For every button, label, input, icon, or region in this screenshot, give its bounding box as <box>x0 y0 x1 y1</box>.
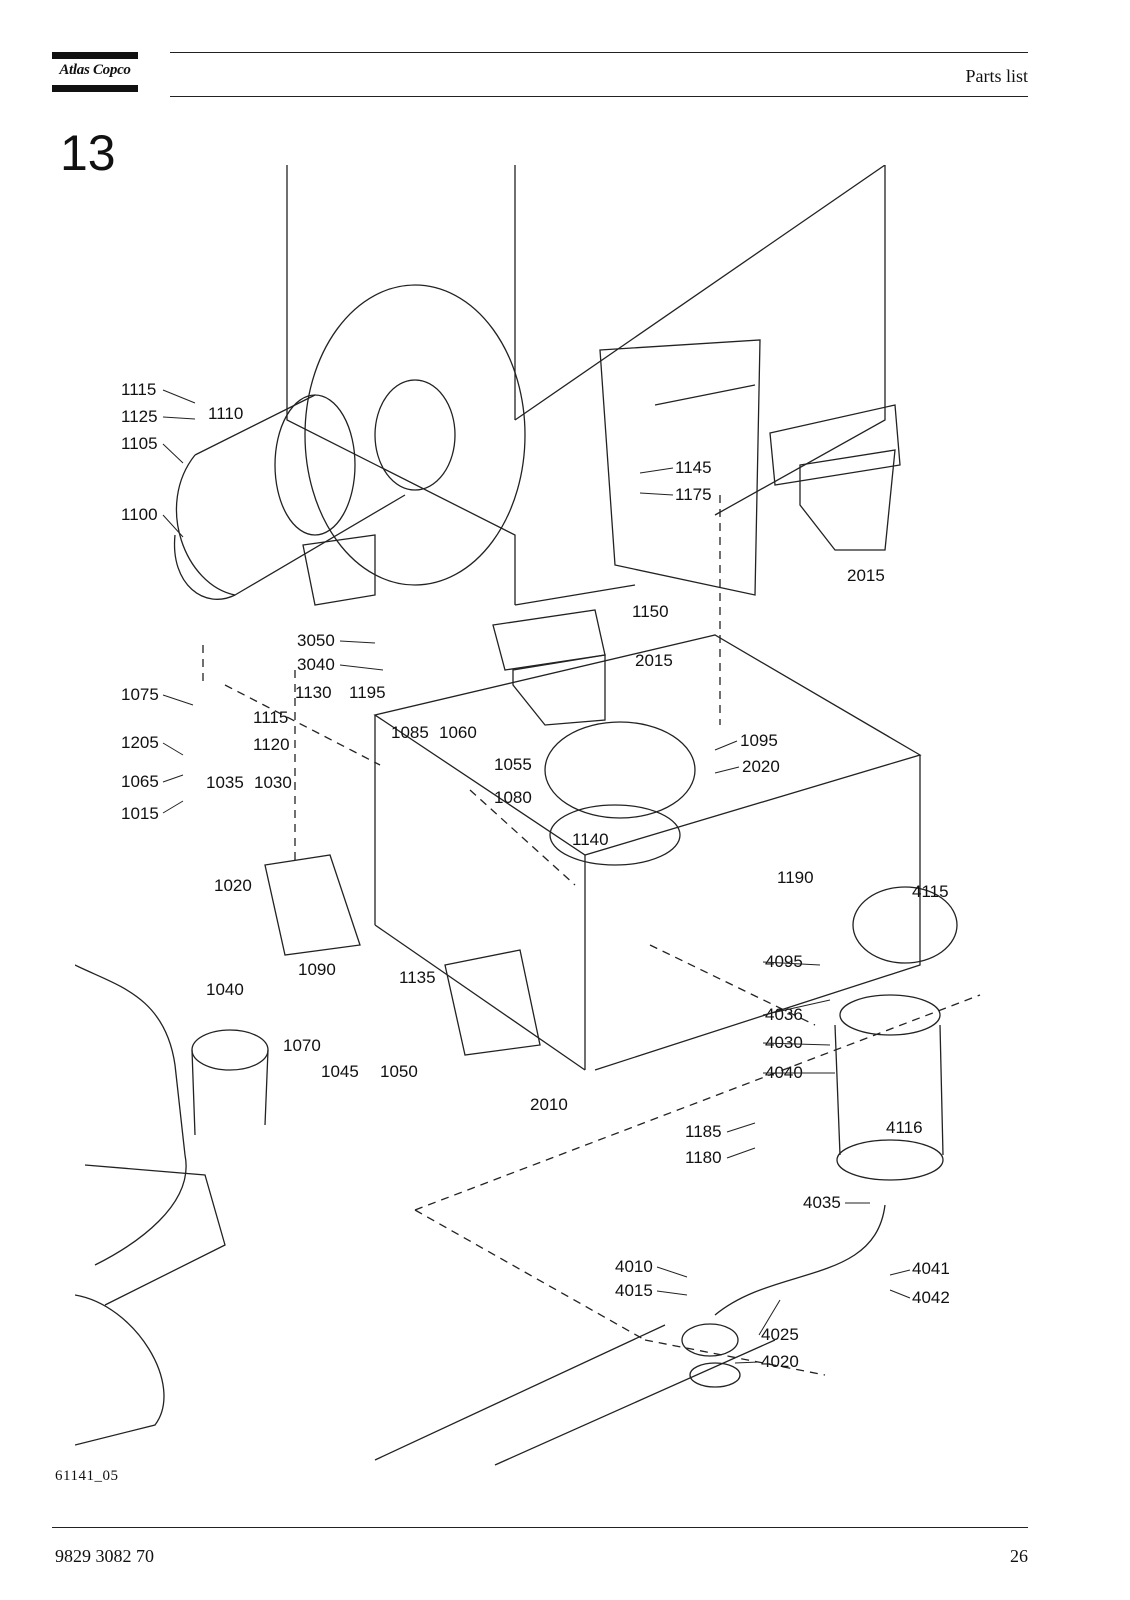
callout-1075: 1075 <box>121 685 159 704</box>
callout-1030: 1030 <box>254 773 292 792</box>
callout-1035: 1035 <box>206 773 244 792</box>
callout-4010: 4010 <box>615 1257 653 1276</box>
callout-4035: 4035 <box>803 1193 841 1212</box>
callout-1040: 1040 <box>206 980 244 999</box>
callout-1140: 1140 <box>572 830 609 849</box>
callout-1110: 1110 <box>208 404 243 423</box>
callout-1085: 1085 <box>391 723 429 742</box>
callout-1080: 1080 <box>494 788 532 807</box>
callout-1070: 1070 <box>283 1036 321 1055</box>
callout-1050: 1050 <box>380 1062 418 1081</box>
document-number: 9829 3082 70 <box>55 1546 154 1566</box>
figure-id: 61141_05 <box>55 1468 119 1484</box>
callout-1180: 1180 <box>685 1148 722 1167</box>
callout-1145: 1145 <box>675 458 712 477</box>
callout-1175: 1175 <box>675 485 712 504</box>
callout-1045: 1045 <box>321 1062 359 1081</box>
callout-1130: 1130 <box>295 683 332 702</box>
callout-3040: 3040 <box>297 655 335 674</box>
callout-1060: 1060 <box>439 723 477 742</box>
callout-labels: 1115 1125 1110 1105 1100 1145 1175 2015 … <box>121 380 950 1371</box>
callout-1015: 1015 <box>121 804 159 823</box>
callout-1135: 1135 <box>399 968 436 987</box>
callout-1185: 1185 <box>685 1122 722 1141</box>
callout-1065: 1065 <box>121 772 159 791</box>
callout-1055: 1055 <box>494 755 532 774</box>
callout-1205: 1205 <box>121 733 159 752</box>
header-rule-top <box>170 52 1028 53</box>
callout-1100: 1100 <box>121 505 158 524</box>
callout-1115: 1115 <box>121 380 156 399</box>
callout-4042: 4042 <box>912 1288 950 1307</box>
callout-2015-lower: 2015 <box>635 651 673 670</box>
callout-4025: 4025 <box>761 1325 799 1344</box>
section-number: 13 <box>60 125 116 181</box>
callout-1125: 1125 <box>121 407 158 426</box>
diagram-svg: 1115 1125 1110 1105 1100 1145 1175 2015 … <box>75 165 981 1466</box>
atlas-copco-logo: Atlas Copco <box>52 52 138 92</box>
callout-1195: 1195 <box>349 683 386 702</box>
callout-4015: 4015 <box>615 1281 653 1300</box>
callout-2010: 2010 <box>530 1095 568 1114</box>
callout-1120: 1120 <box>253 735 290 754</box>
callout-1105: 1105 <box>121 434 158 453</box>
callout-4116: 4116 <box>886 1118 923 1137</box>
callout-4095: 4095 <box>765 952 803 971</box>
callout-1020: 1020 <box>214 876 252 895</box>
logo-text: Atlas Copco <box>59 62 131 78</box>
callout-4020: 4020 <box>761 1352 799 1371</box>
callout-3050: 3050 <box>297 631 335 650</box>
page-number: 26 <box>1010 1546 1028 1566</box>
logo-bar-top <box>52 52 138 59</box>
callout-1090: 1090 <box>298 960 336 979</box>
leader-lines <box>162 389 911 1364</box>
callout-4036: 4036 <box>765 1005 803 1024</box>
callout-4115: 4115 <box>912 882 949 901</box>
callout-1115-b: 1115 <box>253 708 288 727</box>
footer-rule <box>52 1527 1028 1528</box>
page-header-title: Parts list <box>965 66 1028 86</box>
exploded-parts-diagram: 1115 1125 1110 1105 1100 1145 1175 2015 … <box>75 165 1030 1500</box>
diagram-drawing <box>75 165 981 1466</box>
callout-2020: 2020 <box>742 757 780 776</box>
logo-bar-bottom <box>52 85 138 92</box>
header-rule-bottom <box>170 96 1028 97</box>
callout-1190: 1190 <box>777 868 814 887</box>
callout-4041: 4041 <box>912 1259 950 1278</box>
callout-4030: 4030 <box>765 1033 803 1052</box>
callout-2015-upper: 2015 <box>847 566 885 585</box>
callout-1150: 1150 <box>632 602 669 621</box>
callout-1095: 1095 <box>740 731 778 750</box>
